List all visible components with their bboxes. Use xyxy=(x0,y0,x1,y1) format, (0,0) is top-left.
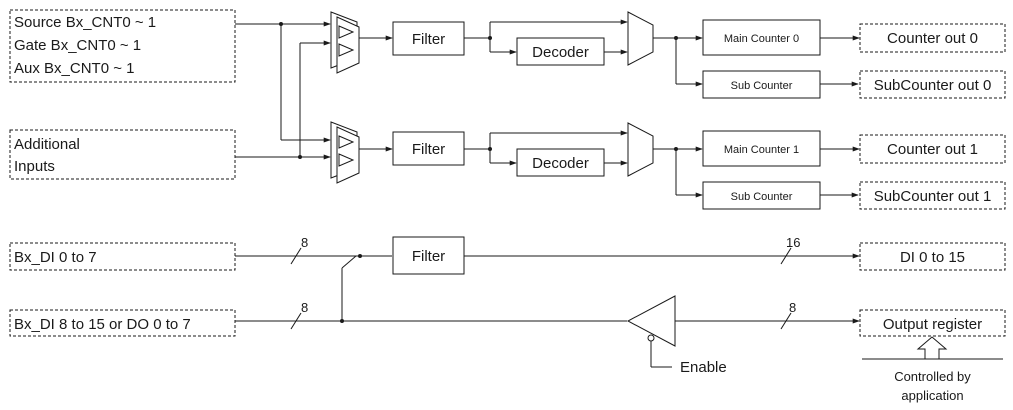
output-register-box: Output register xyxy=(859,309,1006,337)
decoder-block-1: Decoder xyxy=(516,148,605,177)
input-mux-0 xyxy=(330,11,360,74)
source-input-label: Source Bx_CNT0 ~ 1 xyxy=(14,14,156,31)
di-high-label: Bx_DI 8 to 15 or DO 0 to 7 xyxy=(14,316,191,333)
sub-counter-1-block: Sub Counter xyxy=(702,181,821,210)
subcounter-out-0-label: SubCounter out 0 xyxy=(874,77,992,94)
filter-label-1: Filter xyxy=(412,141,445,158)
decoder-label-1: Decoder xyxy=(532,155,589,172)
counter-out-0-box: Counter out 0 xyxy=(859,23,1006,53)
controlled-by-label-2: application xyxy=(901,388,963,403)
di-out-box: DI 0 to 15 xyxy=(859,242,1006,271)
additional-inputs-label-1: Additional xyxy=(14,136,80,153)
counter-out-1-box: Counter out 1 xyxy=(859,134,1006,164)
enable-label: Enable xyxy=(680,359,727,376)
subcounter-out-1-label: SubCounter out 1 xyxy=(874,188,992,205)
channel-0-wiring xyxy=(464,19,628,55)
main-counter-0-block: Main Counter 0 xyxy=(702,19,821,56)
channel-0-output-wiring xyxy=(653,35,703,87)
sub-counter-1-label: Sub Counter xyxy=(731,191,793,203)
di-out-label: DI 0 to 15 xyxy=(900,249,965,266)
filter-label-di: Filter xyxy=(412,248,445,265)
di-bus-wiring xyxy=(235,247,860,330)
main-counter-1-block: Main Counter 1 xyxy=(702,130,821,167)
sub-counter-0-block: Sub Counter xyxy=(702,70,821,99)
subcounter-out-0-box: SubCounter out 0 xyxy=(859,70,1006,99)
filter-label-0: Filter xyxy=(412,31,445,48)
filter-block-1: Filter xyxy=(392,131,465,166)
bus-width-di-low: 8 xyxy=(301,235,308,250)
gate-input-label: Gate Bx_CNT0 ~ 1 xyxy=(14,37,141,54)
decoder-label-0: Decoder xyxy=(532,44,589,61)
counter-inputs-box: Source Bx_CNT0 ~ 1 Gate Bx_CNT0 ~ 1 Aux … xyxy=(9,9,236,83)
filter-block-0: Filter xyxy=(392,21,465,56)
output-buffer xyxy=(626,295,676,368)
output-mux-1 xyxy=(627,122,654,177)
input-mux-1 xyxy=(330,121,360,184)
counter-out-1-label: Counter out 1 xyxy=(887,141,978,158)
channel-1-wiring xyxy=(464,130,628,166)
decoder-block-0: Decoder xyxy=(516,37,605,66)
channel-1-output-wiring xyxy=(653,146,703,198)
additional-inputs-box: Additional Inputs xyxy=(9,129,236,180)
di-low-label: Bx_DI 0 to 7 xyxy=(14,249,97,266)
bus-width-do-out: 8 xyxy=(789,300,796,315)
output-mux-0 xyxy=(627,11,654,66)
counter-out-0-label: Counter out 0 xyxy=(887,30,978,47)
bus-width-di-out: 16 xyxy=(786,235,800,250)
di-high-input-box: Bx_DI 8 to 15 or DO 0 to 7 xyxy=(9,309,236,337)
output-register-label: Output register xyxy=(883,316,982,333)
additional-inputs-label-2: Inputs xyxy=(14,158,55,175)
main-counter-0-label: Main Counter 0 xyxy=(724,33,799,45)
filter-block-di: Filter xyxy=(392,236,465,275)
input-wiring xyxy=(235,21,331,160)
control-arrow-icon xyxy=(862,336,1003,360)
controlled-by-label-1: Controlled by xyxy=(894,369,971,384)
aux-input-label: Aux Bx_CNT0 ~ 1 xyxy=(14,60,134,77)
sub-counter-0-label: Sub Counter xyxy=(731,80,793,92)
subcounter-out-1-box: SubCounter out 1 xyxy=(859,181,1006,210)
di-low-input-box: Bx_DI 0 to 7 xyxy=(9,242,236,271)
main-counter-1-label: Main Counter 1 xyxy=(724,144,799,156)
bus-width-di-high: 8 xyxy=(301,300,308,315)
